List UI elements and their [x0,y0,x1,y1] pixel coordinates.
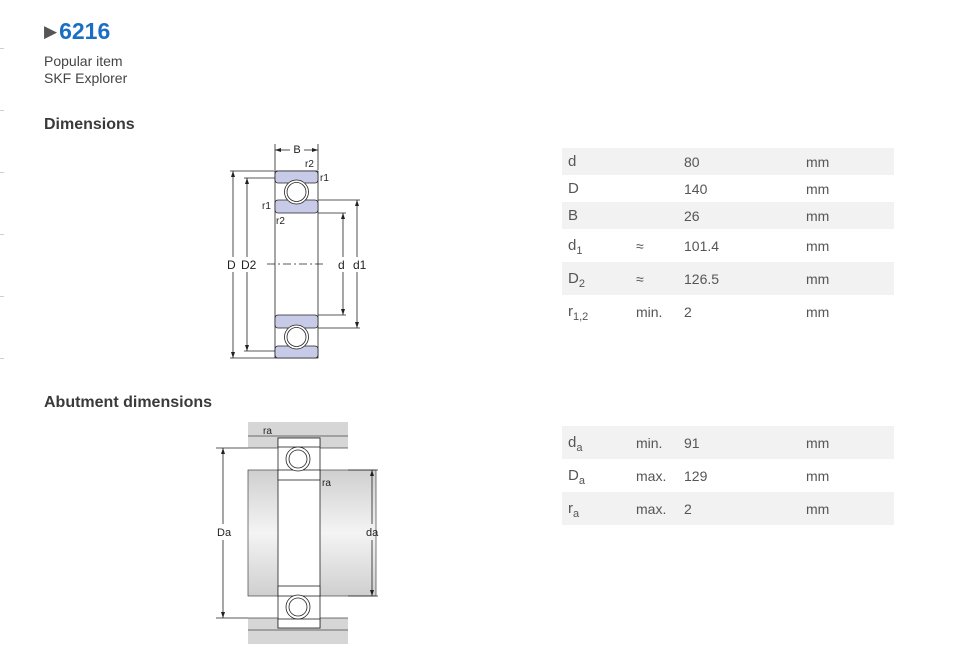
symbol-letter: r [568,500,573,517]
symbol-letter: D [568,270,579,287]
dimension-unit: mm [806,180,830,197]
dimension-qualifier: ≈ [636,237,644,254]
dimension-symbol: ra [562,492,636,525]
symbol-subscript: a [578,475,585,487]
edge-tick [0,296,4,297]
abutment-heading: Abutment dimensions [44,394,213,411]
dimension-symbol: B [562,202,636,229]
label-ra-shaft: ra [322,478,331,489]
edge-tick [0,234,4,235]
symbol-letter: r [568,303,573,320]
label-r1-side: r1 [262,201,271,212]
product-designation: 6216 [59,18,111,44]
label-r2-top: r2 [305,159,314,170]
symbol-letter: D [568,467,579,484]
dimension-unit: mm [806,237,830,254]
dimension-symbol: Da [562,459,636,492]
symbol-subscript: 1 [576,245,583,257]
dimension-unit: mm [806,148,894,175]
dimension-unit: mm [806,303,830,320]
dimension-symbol: d [562,148,636,175]
symbol-subscript: a [576,442,583,454]
dimension-value: 129 [684,467,708,484]
bearing-dimensions-diagram: B r2 r1 r1 r2 D D2 d d1 [227,144,367,359]
dimension-value: 26 [684,202,806,229]
dimension-qualifier: ≈ [636,262,684,295]
label-ra-top: ra [263,426,272,437]
dimension-unit: mm [806,426,894,459]
label-B: B [293,144,300,156]
symbol-letter: B [568,207,579,224]
edge-tick [0,358,4,359]
symbol-subscript: a [573,508,580,520]
dimension-unit: mm [806,202,894,229]
product-title: ▶ 6216 [44,18,110,45]
symbol-subscript: 2 [578,278,585,290]
dimension-qualifier [636,202,684,229]
symbol-subscript: 1,2 [573,311,589,323]
dimension-symbol: d1 [562,229,636,262]
dimension-unit: mm [806,262,894,295]
symbol-letter: d [568,153,577,170]
dimension-qualifier: min. [636,303,663,320]
dimensions-heading: Dimensions [44,116,135,133]
edge-tick [0,172,4,173]
dimension-symbol: D [562,175,636,202]
abutment-diagram: ra ra Da da [216,422,379,644]
symbol-letter: d [568,434,577,451]
dimension-value: 101.4 [684,237,720,254]
label-D2: D2 [241,258,257,272]
symbol-letter: d [568,237,577,254]
label-r1-top: r1 [320,173,329,184]
play-arrow-icon: ▶ [44,21,58,41]
label-da: da [366,527,379,539]
dimension-value: 140 [684,180,708,197]
label-d1: d1 [353,258,367,272]
dimension-symbol: D2 [562,262,636,295]
dimension-value: 80 [684,148,806,175]
label-r2-side: r2 [276,216,285,227]
edge-tick [0,110,4,111]
label-d: d [338,258,345,272]
dimension-qualifier: min. [636,426,684,459]
label-Da: Da [217,527,232,539]
dimension-value: 2 [684,303,692,320]
dimension-value: 91 [684,426,806,459]
dimension-qualifier: max. [636,492,684,525]
label-D: D [227,258,236,272]
dimension-qualifier [636,175,684,202]
table-row: D 140 mm [562,175,894,202]
dimension-qualifier: max. [636,467,667,484]
series-label: SKF Explorer [44,70,128,86]
edge-tick [0,48,4,49]
dimension-unit: mm [806,492,894,525]
dimension-unit: mm [806,467,830,484]
dimension-symbol: da [562,426,636,459]
dimension-value: 126.5 [684,262,806,295]
symbol-letter: D [568,180,579,197]
dimension-symbol: r1,2 [562,295,636,328]
dimension-value: 2 [684,492,806,525]
popular-item-label: Popular item [44,53,123,69]
dimension-qualifier [636,148,684,175]
